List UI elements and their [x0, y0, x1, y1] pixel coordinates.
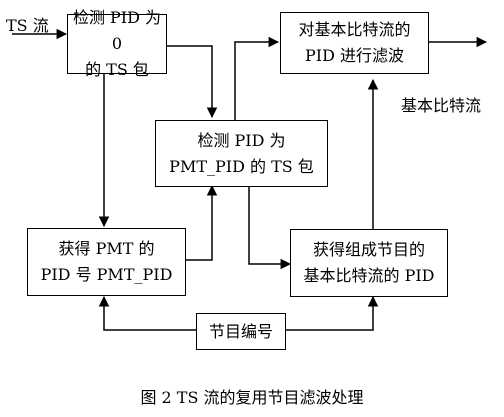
box-get-es-pid-line2: 基本比特流的 PID: [303, 266, 435, 285]
input-label: TS 流: [6, 16, 49, 35]
box-get-pmt-pid-line2: PID 号 PMT_PID: [40, 265, 173, 284]
box-get-es-pid-line1: 获得组成节目的: [312, 240, 425, 259]
box-detect-pmt: 检测 PID 为 PMT_PID 的 TS 包: [155, 120, 328, 187]
box-filter-line2: PID 进行滤波: [304, 46, 404, 65]
box-get-es-pid: 获得组成节目的 基本比特流的 PID: [290, 229, 448, 297]
box-detect-pmt-line1: 检测 PID 为: [197, 130, 286, 150]
arrow-program-to-get-es: [286, 295, 379, 331]
arrow-pmt-detect-to-get-es: [248, 187, 292, 270]
arrow-pmt-detect-to-filter: [234, 36, 280, 120]
box-detect-pid0-line1: 检测 PID 为 0: [72, 8, 162, 53]
arrow-program-to-get-pmt: [98, 295, 196, 331]
box-get-pmt-pid-line1: 获得 PMT 的: [58, 239, 155, 258]
box-filter: 对基本比特流的 PID 进行滤波: [280, 12, 429, 74]
arrow-get-pmt-to-pmt-detect: [186, 184, 218, 261]
box-detect-pmt-line2: PMT_PID 的 TS 包: [169, 156, 314, 176]
box-get-pmt-pid: 获得 PMT 的 PID 号 PMT_PID: [27, 228, 186, 296]
figure-caption: 图 2 TS 流的复用节目滤波处理: [140, 388, 364, 407]
output-label: 基本比特流: [401, 96, 482, 115]
box-filter-line1: 对基本比特流的: [298, 20, 411, 39]
arrow-pid0-to-pmt-detect: [167, 45, 218, 119]
box-detect-pid0-line2: 的 TS 包: [85, 60, 149, 79]
box-program-number-label: 节目编号: [208, 321, 273, 341]
box-detect-pid0: 检测 PID 为 0 的 TS 包: [67, 8, 167, 79]
box-program-number: 节目编号: [196, 313, 286, 350]
